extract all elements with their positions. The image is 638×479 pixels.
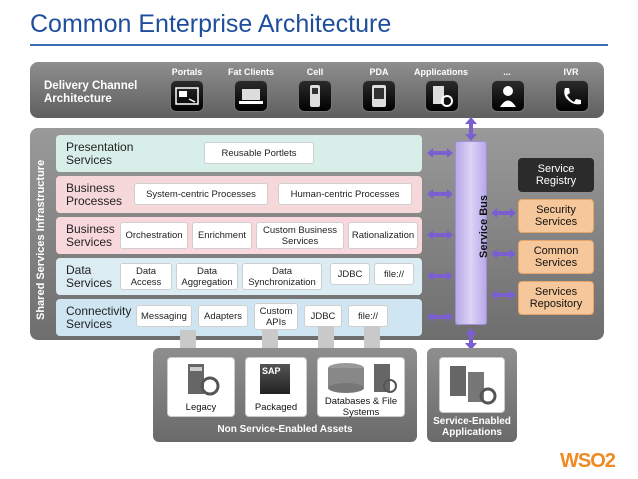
common-services: Common Services [518,240,594,274]
delivery-channel-label: Delivery Channel Architecture [44,80,137,106]
telephone-icon [555,80,589,112]
delivery-label-line1: Delivery Channel [44,80,138,92]
databases-label: Databases & File Systems [324,396,398,418]
legacy-server-icon [188,364,220,396]
shared-services-label: Shared Services Infrastructure [35,159,47,320]
packaged-card: SAP Packaged [245,357,307,417]
layer-bus-arrows [427,148,453,322]
messaging: Messaging [136,305,192,327]
service-enabled-server-icon [450,366,497,405]
reusable-portlets: Reusable Portlets [204,142,314,164]
packaged-label: Packaged [254,402,298,413]
service-registry: Service Registry [518,158,594,192]
cellphone-icon [298,80,332,112]
sap-icon: SAP [260,364,290,394]
bus-bottom-arrow [465,328,477,350]
security-services: Security Services [518,199,594,233]
data-file: file:// [374,263,414,285]
channel-label-portals: Portals [171,67,203,77]
data-access: Data Access [120,263,172,290]
arrow-presentation [427,148,453,158]
wso2-logo: WSO2 [560,450,616,472]
title-rule [30,44,608,46]
arrow-connectivity [427,312,453,322]
channel-label-more: ... [503,67,511,77]
custom-apis: Custom APIs [254,303,298,330]
arrow-business-processes [427,189,453,199]
laptop-icon [234,80,268,112]
human-centric-processes: Human-centric Processes [278,183,412,205]
application-server-icon [425,80,459,112]
arrow-business-services [427,230,453,240]
bus-side-arrows [491,208,516,300]
orchestration: Orchestration [120,222,188,249]
data-jdbc: JDBC [330,263,370,285]
legacy-card: Legacy [167,357,235,417]
portal-icon [170,80,204,112]
person-icon [491,80,525,112]
data-synchronization: Data Synchronization [242,263,322,290]
adapters: Adapters [198,305,248,327]
arrow-data-services [427,271,453,281]
connectivity-jdbc: JDBC [304,305,342,327]
pda-icon [362,80,396,112]
enrichment: Enrichment [192,222,252,249]
bus-top-arrow [465,117,477,141]
channel-label-fat-clients: Fat Clients [227,67,274,77]
non-service-assets-label: Non Service-Enabled Assets [217,424,353,435]
service-enabled-applications-panel: Service-Enabled Applications [427,348,517,442]
database-icon [328,363,397,393]
channel-label-pda: PDA [369,67,389,77]
services-repository: Services Repository [518,281,594,315]
rationalization: Rationalization [348,222,418,249]
channel-label-applications: Applications [413,67,468,77]
data-aggregation: Data Aggregation [176,263,238,290]
service-enabled-label: Service-Enabled Applications [433,416,511,438]
non-service-enabled-assets-panel: Legacy SAP Packaged Databases & File Sys… [153,348,417,442]
delivery-label-line2: Architecture [44,93,112,105]
channel-label-ivr: IVR [563,67,579,77]
connectivity-file: file:// [348,305,388,327]
databases-card: Databases & File Systems [317,357,405,418]
custom-business-services: Custom Business Services [256,222,344,249]
service-enabled-card [439,357,505,413]
channel-label-cell: Cell [306,67,324,77]
service-bus [455,141,487,325]
system-centric-processes: System-centric Processes [134,183,268,205]
service-bus-label: Service Bus [478,195,490,258]
legacy-label: Legacy [185,402,217,413]
page-title: Common Enterprise Architecture [30,10,392,38]
